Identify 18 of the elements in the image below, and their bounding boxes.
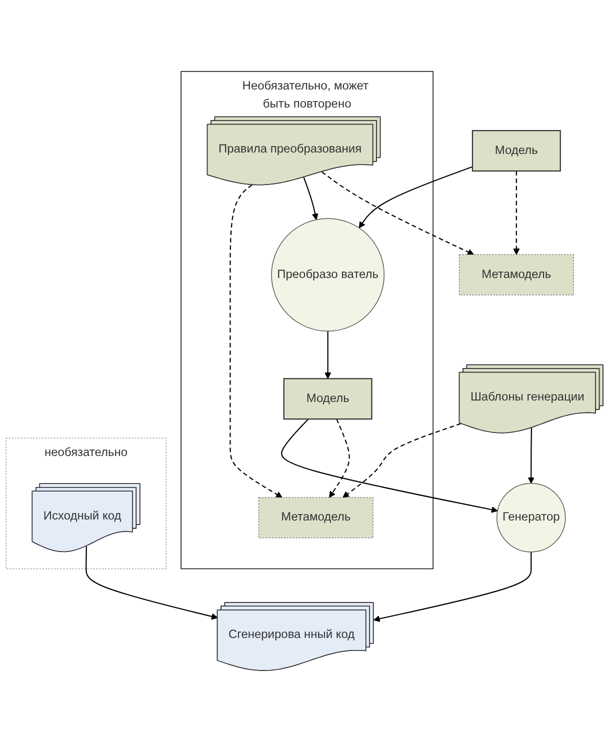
arrow bbox=[321, 171, 474, 256]
arrow bbox=[324, 331, 332, 379]
arrow bbox=[513, 171, 520, 255]
node-box: Модель bbox=[472, 130, 561, 172]
arrow bbox=[281, 418, 498, 513]
node-circle: Генератор bbox=[496, 483, 566, 552]
arrow bbox=[342, 423, 462, 498]
arrow bbox=[230, 184, 282, 498]
arrow bbox=[86, 546, 218, 620]
node-box: Метамодель bbox=[458, 254, 574, 296]
node-box: Модель bbox=[283, 378, 372, 420]
node-box: Метамодель bbox=[258, 497, 374, 538]
arrow bbox=[358, 166, 473, 228]
arrow bbox=[373, 552, 532, 622]
node-circle: Преобразо ватель bbox=[271, 218, 385, 332]
arrow bbox=[528, 428, 534, 484]
arrow bbox=[303, 177, 318, 220]
arrow bbox=[329, 418, 350, 498]
